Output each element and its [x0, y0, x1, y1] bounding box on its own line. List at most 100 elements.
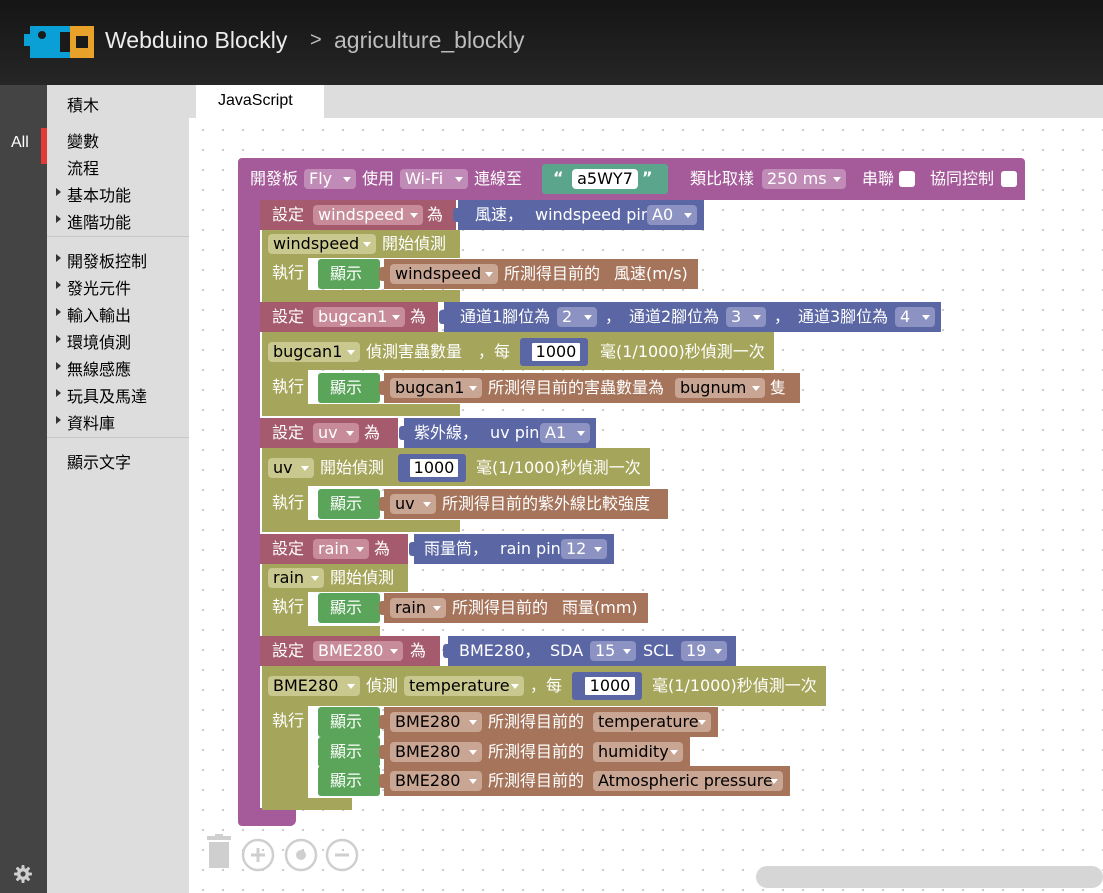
show-block[interactable]	[318, 593, 380, 623]
windspeed-var-dropdown[interactable]: windspeed	[313, 205, 423, 225]
rain-pin-dropdown[interactable]: 12	[561, 539, 607, 559]
toolbox-item-flow[interactable]: 流程	[67, 159, 100, 178]
show-block[interactable]	[318, 259, 380, 289]
block-connector	[379, 601, 385, 615]
bugnum-var-dropdown[interactable]: bugnum	[675, 378, 765, 398]
show-block[interactable]	[318, 737, 380, 767]
scl-dropdown[interactable]: 19	[681, 641, 727, 661]
humidity-dropdown[interactable]: humidity	[593, 742, 683, 762]
show-block[interactable]	[318, 707, 380, 737]
sampling-dropdown[interactable]: 250 ms	[762, 169, 846, 189]
pressure-dropdown[interactable]: Atmospheric pressure	[593, 771, 783, 791]
ch3-dropdown[interactable]: 4	[895, 307, 935, 327]
rain-detect-var-dropdown[interactable]: rain	[268, 568, 324, 588]
all-category-button[interactable]: All	[0, 128, 47, 164]
toolbox-item-io[interactable]: 輸入輸出	[47, 299, 189, 325]
chevron-down-icon	[770, 779, 778, 784]
chevron-down-icon	[714, 649, 722, 654]
uv-detect-footer	[262, 520, 460, 532]
start-detect-label: 開始偵測	[330, 568, 395, 587]
windspeed-pin-dropdown[interactable]: A0	[647, 205, 697, 225]
uv-pin-dropdown[interactable]: A1	[540, 423, 590, 443]
chevron-down-icon	[423, 502, 431, 507]
sync-checkbox[interactable]	[1001, 171, 1017, 187]
board-type-dropdown[interactable]: Fly	[304, 169, 356, 189]
bugcan-detect-var-dropdown[interactable]: bugcan1	[268, 342, 360, 362]
detect-label: 偵測	[366, 676, 399, 695]
toolbox-item-blocks[interactable]: 積木	[67, 96, 100, 115]
temperature-dropdown[interactable]: temperature	[593, 712, 711, 732]
zoom-out-icon[interactable]	[325, 838, 359, 876]
bme-show-var-dropdown[interactable]: BME280	[390, 771, 482, 791]
measured-uv-label: 所測得目前的紫外線比較強度	[442, 494, 651, 513]
toolbox-item-wireless[interactable]: 無線感應	[47, 353, 189, 379]
bme-show-var-dropdown[interactable]: BME280	[390, 742, 482, 762]
bme-detect-var-dropdown[interactable]: BME280	[268, 676, 360, 696]
expand-arrow-icon	[56, 308, 61, 316]
every-label: ，每	[478, 342, 511, 361]
toolbox-item-toys-motors[interactable]: 玩具及馬達	[47, 380, 189, 406]
device-id-field[interactable]: a5WY7	[572, 169, 638, 189]
toolbox-item-light[interactable]: 發光元件	[47, 272, 189, 298]
tab-javascript[interactable]: JavaScript	[196, 85, 324, 119]
show-block[interactable]	[318, 373, 380, 403]
bugcan-show-var-dropdown[interactable]: bugcan1	[390, 378, 482, 398]
set-label: 設定	[272, 205, 305, 224]
exec-label: 執行	[272, 377, 305, 396]
chevron-down-icon	[684, 213, 692, 218]
toolbox-item-board-control[interactable]: 開發板控制	[47, 245, 189, 271]
chevron-down-icon	[469, 720, 477, 725]
bugcan-sensor-block[interactable]	[444, 302, 941, 332]
expand-arrow-icon	[56, 215, 61, 223]
uv-var-dropdown[interactable]: uv	[313, 423, 359, 443]
as-label: 為	[374, 539, 391, 558]
windspeed-detect-var-dropdown[interactable]: windspeed	[268, 234, 376, 254]
detect-bug-label: 偵測害蟲數量	[366, 342, 463, 361]
toolbox-item-basic[interactable]: 基本功能	[47, 179, 189, 205]
connection-dropdown[interactable]: Wi-Fi	[400, 169, 468, 189]
sda-label: SDA	[550, 641, 584, 660]
bugcan-interval-field[interactable]: 1000	[530, 341, 582, 363]
rain-show-var-dropdown[interactable]: rain	[390, 598, 446, 618]
rain-pin-label: rain pin	[500, 539, 561, 558]
selected-accent	[41, 128, 47, 164]
toolbox-item-display-text[interactable]: 顯示文字	[67, 453, 132, 472]
expand-arrow-icon	[56, 389, 61, 397]
windspeed-show-var-dropdown[interactable]: windspeed	[390, 264, 498, 284]
uv-show-var-dropdown[interactable]: uv	[390, 494, 436, 514]
ch1-dropdown[interactable]: 2	[557, 307, 597, 327]
bme-detect-type-dropdown[interactable]: temperature	[404, 676, 524, 696]
zoom-in-icon[interactable]	[241, 838, 275, 876]
serial-checkbox[interactable]	[899, 171, 915, 187]
bugcan-var-dropdown[interactable]: bugcan1	[313, 307, 405, 327]
show-label: 顯示	[330, 771, 363, 790]
uv-detect-var-dropdown[interactable]: uv	[268, 458, 314, 478]
horizontal-scrollbar[interactable]	[756, 866, 1103, 888]
ch2-dropdown[interactable]: 3	[726, 307, 766, 327]
rain-var-dropdown[interactable]: rain	[313, 539, 369, 559]
windspeed-unit-label: 風速(m/s)	[614, 264, 688, 283]
chevron-down-icon	[363, 242, 371, 247]
toolbox-item-database[interactable]: 資料庫	[47, 407, 189, 433]
as-label: 為	[410, 307, 427, 326]
open-quote-icon: “	[553, 168, 564, 187]
bme-interval-field[interactable]: 1000	[583, 675, 637, 697]
chevron-down-icon	[485, 272, 493, 277]
trash-icon[interactable]	[205, 834, 233, 874]
sda-dropdown[interactable]: 15	[590, 641, 636, 661]
gear-icon[interactable]	[13, 864, 33, 888]
ch2-label: 通道2腳位為	[629, 307, 720, 326]
uv-interval-field[interactable]: 1000	[408, 457, 460, 479]
block-connector	[379, 381, 385, 395]
toolbox-item-advanced[interactable]: 進階功能	[47, 206, 189, 232]
measured-label: 所測得目前的	[488, 771, 585, 790]
show-block[interactable]	[318, 489, 380, 519]
toolbox-item-variables[interactable]: 變數	[67, 132, 100, 151]
bme-show-var-dropdown[interactable]: BME280	[390, 712, 482, 732]
toolbox-item-environment[interactable]: 環境偵測	[47, 326, 189, 352]
chevron-down-icon	[753, 315, 761, 320]
bme-var-dropdown[interactable]: BME280	[313, 641, 403, 661]
show-block[interactable]	[318, 766, 380, 796]
zoom-reset-icon[interactable]	[284, 838, 318, 876]
project-name[interactable]: agriculture_blockly	[334, 27, 525, 53]
